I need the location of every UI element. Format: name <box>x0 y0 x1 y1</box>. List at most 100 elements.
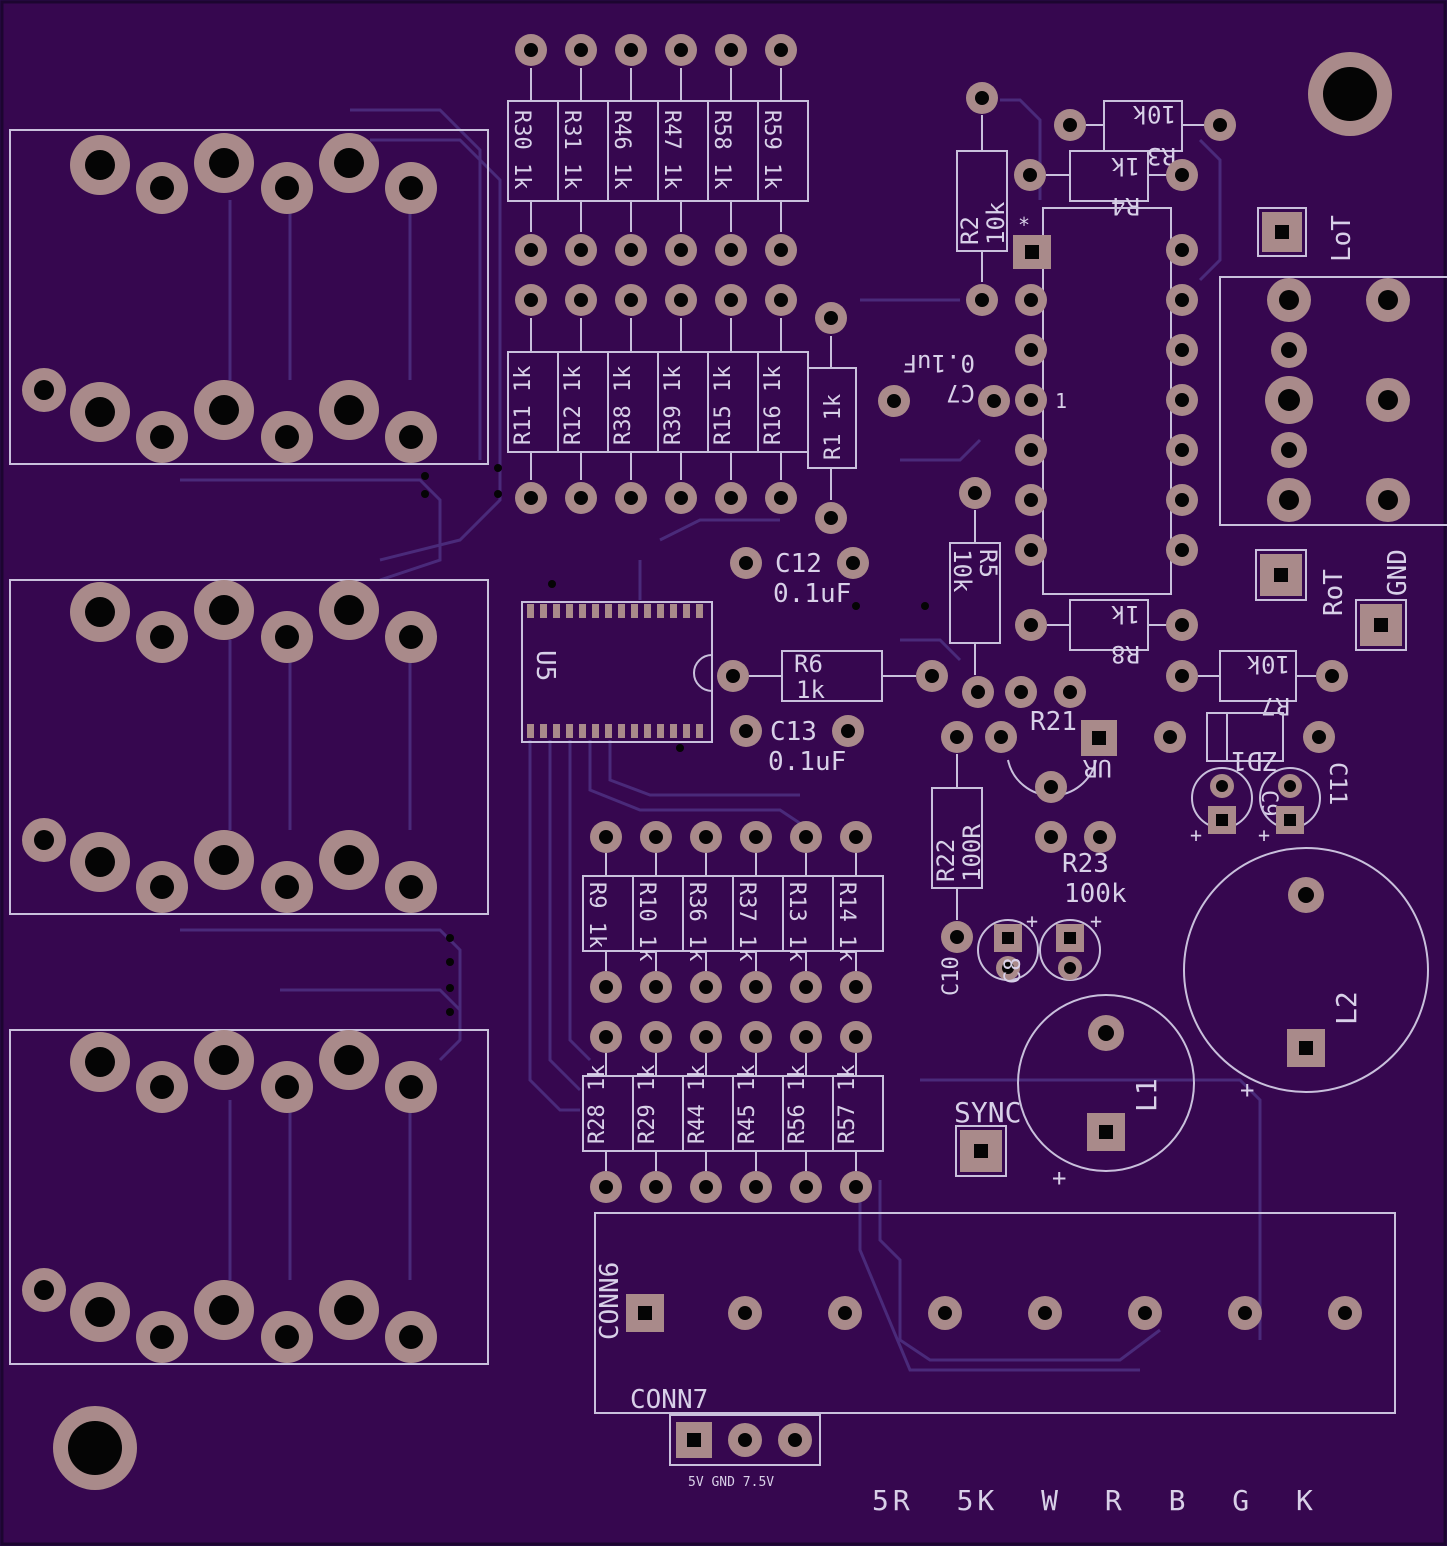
resistor-array-mid-1: R9 1k R10 1k R36 1k R37 1k R13 1k R14 1k <box>582 875 884 961</box>
resistor-label: R9 1k <box>584 882 609 948</box>
gnd-label: GND <box>1383 549 1413 596</box>
regulator-ur: UR <box>941 720 1117 803</box>
resistor-r3: R3 10k <box>1054 100 1236 170</box>
r4-value: 1k <box>1111 152 1140 180</box>
gnd-pad: GND <box>1355 549 1413 651</box>
vias <box>421 464 929 1016</box>
inductor-l1: L1 + <box>1017 994 1195 1192</box>
resistor-label: R10 1k <box>634 882 659 961</box>
c13-value: 0.1uF <box>768 747 846 777</box>
c8-ref: C8 <box>1001 958 1026 985</box>
resistor-r22: R22 100R <box>931 754 986 953</box>
c13-ref: C13 <box>770 717 817 747</box>
resistor-array-mid-2: R28 1k R29 1k R44 1k R45 1k R56 1k R57 1… <box>582 1065 884 1152</box>
traces <box>180 98 1262 1372</box>
r7-ref: R7 <box>1261 692 1290 720</box>
capacitor-c11: + C11 <box>1258 762 1352 847</box>
left-connector-3 <box>9 1029 489 1365</box>
r7-value: 10k <box>1246 650 1290 678</box>
zd1-label: ZD1 <box>1231 745 1278 775</box>
r8-ref: R8 <box>1111 640 1140 668</box>
resistor-label: R14 1k <box>834 882 859 961</box>
r1-label: R1 1k <box>821 394 846 460</box>
resistor-label: R31 1k <box>559 110 584 189</box>
resistor-label: R59 1k <box>759 110 784 189</box>
resistor-array-top-2: R11 1k R12 1k R38 1k R39 1k R15 1k R16 1… <box>507 351 809 453</box>
resistor-label: R56 1k <box>785 1065 810 1144</box>
resistor-label: R46 1k <box>609 110 634 189</box>
capacitor-c7: 0.1uF C7 <box>878 349 1010 417</box>
lot-pad: LoT <box>1257 207 1357 262</box>
ur-label: UR <box>1083 754 1112 782</box>
c7-ref: C7 <box>946 379 975 407</box>
resistor-r21: R21 <box>962 676 1086 737</box>
l2-plus: + <box>1240 1076 1254 1104</box>
lot-label: LoT <box>1327 215 1357 262</box>
resistor-r7: R7 10k <box>1166 650 1348 720</box>
r22-value: 100R <box>958 824 986 882</box>
ic-pin1-label: 1 <box>1055 389 1067 413</box>
conn7-label: CONN7 <box>630 1385 708 1415</box>
c10-ref: C10 <box>939 956 964 996</box>
l1-plus: + <box>1052 1164 1066 1192</box>
capacitor-c12: C12 0.1uF <box>730 547 869 609</box>
resistor-r4: R4 1k <box>1014 150 1198 220</box>
bottom-legend: 5R 5K W R B G K <box>872 1484 1317 1517</box>
resistor-array-top-1: R30 1k R31 1k R46 1k R47 1k R58 1k R59 1… <box>507 100 809 202</box>
left-connector-1 <box>9 129 489 465</box>
resistor-label: R36 1k <box>684 882 709 961</box>
c8-plus: + <box>1090 909 1102 933</box>
r6-value: 1k <box>796 676 825 704</box>
rot-label: RoT <box>1319 569 1349 616</box>
conn7-pin-labels: 5V GND 7.5V <box>688 1475 774 1490</box>
resistor-label: R11 1k <box>511 366 536 445</box>
connector-conn6: CONN6 <box>594 1212 1396 1414</box>
r4-ref: R4 <box>1111 192 1140 220</box>
u5-label: U5 <box>530 650 560 681</box>
pad-row-mid <box>590 821 872 1203</box>
r23-value: 100k <box>1064 879 1127 909</box>
r3-value: 10k <box>1132 100 1176 128</box>
capacitor-c10: + C10 <box>939 909 1039 996</box>
pad-row <box>515 34 797 514</box>
zener-zd1: ZD1 <box>1154 712 1335 775</box>
capacitor-c13: C13 0.1uF <box>730 715 864 777</box>
c12-value: 0.1uF <box>773 579 851 609</box>
r8-value: 1k <box>1111 600 1140 628</box>
right-connector <box>1219 276 1447 526</box>
resistor-label: R30 1k <box>509 110 534 189</box>
l2-ref: L2 <box>1330 991 1363 1025</box>
connector-conn7: CONN7 5V GND 7.5V <box>630 1385 821 1490</box>
resistor-label: R44 1k <box>685 1065 710 1144</box>
resistor-label: R12 1k <box>561 366 586 445</box>
sync-pad: SYNC <box>954 1096 1021 1177</box>
r21-ref: R21 <box>1030 707 1077 737</box>
c12-ref: C12 <box>775 549 822 579</box>
resistor-r2: R2 10k <box>956 82 1010 316</box>
capacitor-c8: + C8 <box>1001 909 1102 984</box>
sync-label: SYNC <box>954 1096 1021 1129</box>
ic-u5: U5 <box>521 601 713 743</box>
c9-plus: + <box>1190 823 1202 847</box>
resistor-label: R16 1k <box>761 366 786 445</box>
resistor-label: R28 1k <box>585 1065 610 1144</box>
resistor-r1: R1 1k <box>807 302 857 534</box>
c10-plus: + <box>1026 909 1038 933</box>
lead-lines <box>530 68 782 480</box>
resistor-label: R39 1k <box>661 366 686 445</box>
c7-value: 0.1uF <box>903 349 975 377</box>
resistor-label: R15 1k <box>711 366 736 445</box>
left-connector-2 <box>9 579 489 915</box>
r5-value: 10k <box>948 549 976 593</box>
lead-lines-mid <box>605 853 857 1171</box>
resistor-r5: R5 10k <box>948 477 1002 675</box>
resistor-label: R45 1k <box>735 1065 760 1144</box>
resistor-label: R47 1k <box>659 110 684 189</box>
resistor-label: R57 1k <box>835 1065 860 1144</box>
resistor-r23: R23 100k <box>1035 821 1127 909</box>
dip-ic: * 1 <box>1013 207 1198 595</box>
r22-ref: R22 <box>932 839 960 882</box>
c11-ref: C11 <box>1324 762 1352 805</box>
inductor-l2: L2 + <box>1183 847 1429 1104</box>
